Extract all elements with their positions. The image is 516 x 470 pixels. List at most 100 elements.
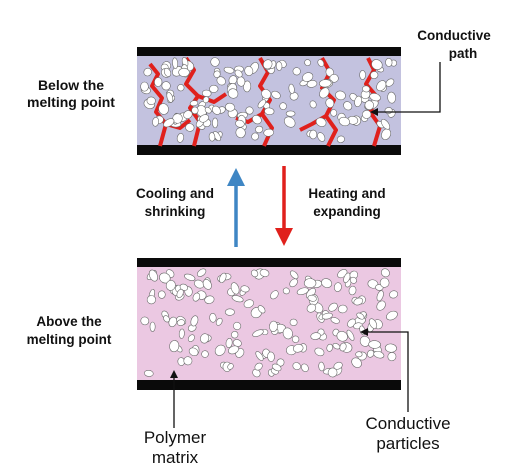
conductive-particle [368,340,381,349]
conductive-particle [172,57,179,69]
conductive-particle [282,287,290,295]
bottom-state-label: Above the melting point [10,313,128,349]
conductive-particle [264,107,275,116]
top-upper-electrode [137,47,401,56]
conductive-particle [385,58,393,67]
conductive-particle [255,351,264,361]
conductive-particle [292,362,301,371]
conductive-particle [310,332,321,340]
conductive-particle [163,67,172,77]
conductive-particle [343,101,353,111]
conductive-particle [362,85,371,93]
conductive-particle [321,278,333,288]
conductive-particle [267,351,275,362]
cooling-arrow [227,168,245,247]
conductive-particle [315,117,327,127]
conductive-particle [154,77,163,87]
polymer-matrix-label: Polymer matrix [128,428,222,468]
conductive-particle [204,295,215,304]
conductive-particle [309,129,318,140]
conductive-particle [336,331,348,342]
conductive-particle [326,343,333,352]
conductive-particle [158,103,169,115]
conductive-particle [255,125,264,134]
bottom-state-line1: Above the [36,314,102,329]
conductive-particle [230,282,240,295]
bottom-state-line2: melting point [26,332,112,347]
conductive-particle [146,295,156,305]
conductive-particle [251,132,259,141]
conductive-particle [349,276,357,284]
conductive-particle [163,118,175,128]
heating-line2: expanding [313,204,381,219]
conductive-particle [149,321,156,332]
conductive-particle [328,302,338,312]
conductive-particle [370,71,379,80]
conductive-particle [225,338,233,348]
conductive-particle [234,69,243,78]
conductive-particle [244,66,254,76]
conductive-particle [257,99,267,109]
conductive-path-leader [370,62,441,116]
conductive-particle [348,285,357,296]
conductive-particle [178,328,185,339]
conductive-particle [271,90,281,99]
conductive-particle [169,340,180,353]
top-state-line2: melting point [27,94,115,110]
conductive-particle [235,127,246,139]
conductive-particle [152,117,160,127]
conductive-particle [351,357,362,368]
conductive-particle [321,312,333,320]
conductive-particle [227,88,239,99]
conductive-particle [289,318,298,327]
conductive-particle [355,351,363,358]
conductive-particle [389,290,399,299]
conductive-particle [271,363,282,372]
cooling-line1: Cooling and [136,186,214,201]
conductive-particle [192,292,201,302]
conductive-particle [185,123,195,132]
bottom-upper-electrode [137,258,401,267]
conductive-particle [303,278,317,288]
conductive-particle [209,84,219,93]
conductive-particle [224,308,235,316]
conductive-particle [176,288,184,299]
conductive-particle [385,78,395,87]
conductive-particle [254,362,263,371]
conductive-particle [243,80,252,93]
conductive-particle [251,269,259,278]
conductive-particle [387,352,397,362]
conductive-particle [148,269,158,282]
conductive-particle [380,268,390,278]
conductive-particle [252,114,262,125]
conductive-particle [187,334,195,342]
conductive-particle [252,329,264,337]
conductive-particle [338,116,350,127]
heating-label: Heating and expanding [292,185,402,221]
conductive-particle [366,349,375,358]
top-panel [137,47,401,155]
conductive-particles-line1: Conductive [365,414,451,433]
conductive-particle [212,105,221,115]
conductive-particle [289,278,298,288]
conductive-particle [269,320,278,332]
conductive-particle [257,305,266,314]
conductive-particle [354,95,363,108]
conductive-particle [191,106,199,115]
conductive-particle [376,300,386,311]
conductive-particle [262,59,273,70]
heating-line1: Heating and [308,186,386,201]
conductive-particle [189,100,199,107]
conductive-particle [335,90,346,101]
conductive-particle [212,117,219,129]
conductive-particle [379,277,390,288]
conductive-particle [263,128,274,137]
cooling-label: Cooling and shrinking [120,185,230,221]
conductive-particle [143,67,152,77]
conductive-particle [214,344,226,356]
conductive-particle [140,316,150,326]
conductive-particle [202,96,210,104]
conductive-particle [314,347,325,357]
polymer-matrix-line2: matrix [151,448,199,467]
conductive-particle [386,310,398,321]
